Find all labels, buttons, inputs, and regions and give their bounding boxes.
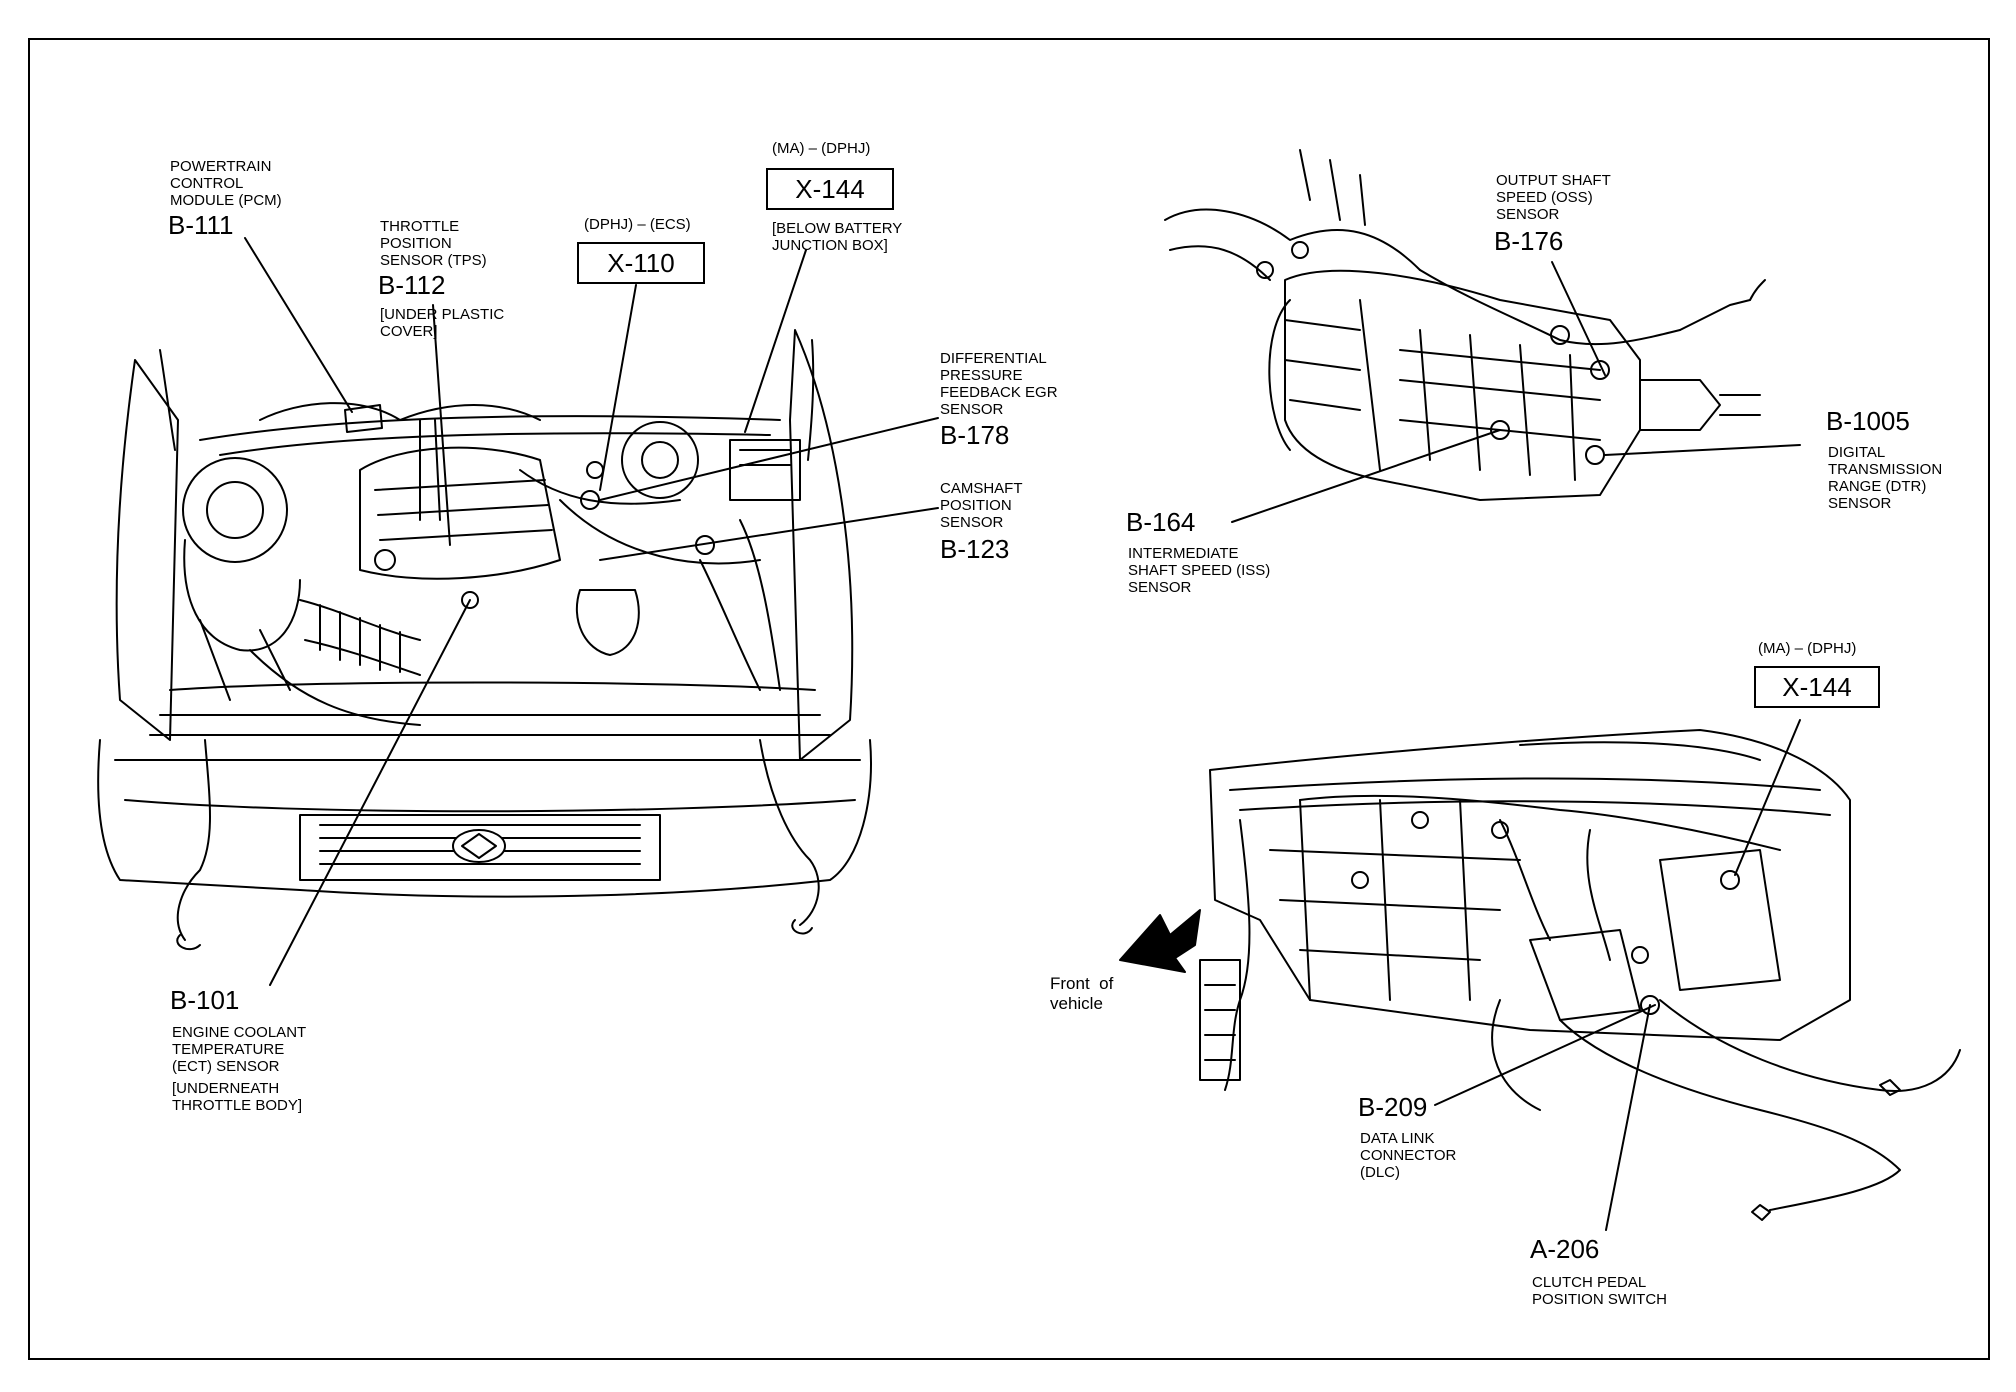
transmission-illustration [1164,149,1766,501]
dtr-description: DIGITAL TRANSMISSION RANGE (DTR) SENSOR [1828,444,1943,512]
tps-description: THROTTLE POSITION SENSOR (TPS) [380,218,487,269]
dashboard-illustration [1199,729,1961,1221]
egr-description: DIFFERENTIAL PRESSURE FEEDBACK EGR SENSO… [940,350,1058,418]
oss-description: OUTPUT SHAFT SPEED (OSS) SENSOR [1496,172,1611,223]
iss-connector-id: B-164 [1126,507,1196,537]
dlc-connector-id: B-209 [1358,1092,1428,1122]
x144-top-variant: (MA) – (DPHJ) [772,140,871,157]
tps-connector-id: B-112 [378,270,446,300]
leader-lines [244,237,1801,1231]
tps-location-note: [UNDER PLASTIC COVER] [380,306,505,340]
ect-connector-id: B-101 [170,985,240,1015]
diagram-frame [28,38,1990,1360]
x144-bottom-variant: (MA) – (DPHJ) [1758,640,1857,657]
cpp-switch-id: A-206 [1530,1234,1600,1264]
x144-top-location-note: [BELOW BATTERY JUNCTION BOX] [772,220,903,254]
x110-variant: (DPHJ) – (ECS) [584,216,691,233]
dlc-description: DATA LINK CONNECTOR (DLC) [1360,1130,1457,1181]
pcm-description: POWERTRAIN CONTROL MODULE (PCM) [170,158,282,209]
cmp-description: CAMSHAFT POSITION SENSOR [940,480,1023,531]
x144-top-connector-box: X-144 [766,168,894,210]
cpp-switch-description: CLUTCH PEDAL POSITION SWITCH [1532,1274,1667,1308]
front-direction-arrow [1119,909,1201,973]
cmp-connector-id: B-123 [940,534,1010,564]
ect-location-note: [UNDERNEATH THROTTLE BODY] [172,1080,303,1114]
pcm-connector-id: B-111 [168,210,234,240]
egr-connector-id: B-178 [940,420,1010,450]
iss-description: INTERMEDIATE SHAFT SPEED (ISS) SENSOR [1128,545,1271,596]
ect-description: ENGINE COOLANT TEMPERATURE (ECT) SENSOR [172,1024,307,1075]
engine-bay-illustration [97,329,872,951]
x144-bottom-connector-box: X-144 [1754,666,1880,708]
dtr-connector-id: B-1005 [1826,406,1910,436]
x110-connector-box: X-110 [577,242,705,284]
oss-connector-id: B-176 [1494,226,1564,256]
front-of-vehicle-label: Front of vehicle [1050,974,1114,1013]
